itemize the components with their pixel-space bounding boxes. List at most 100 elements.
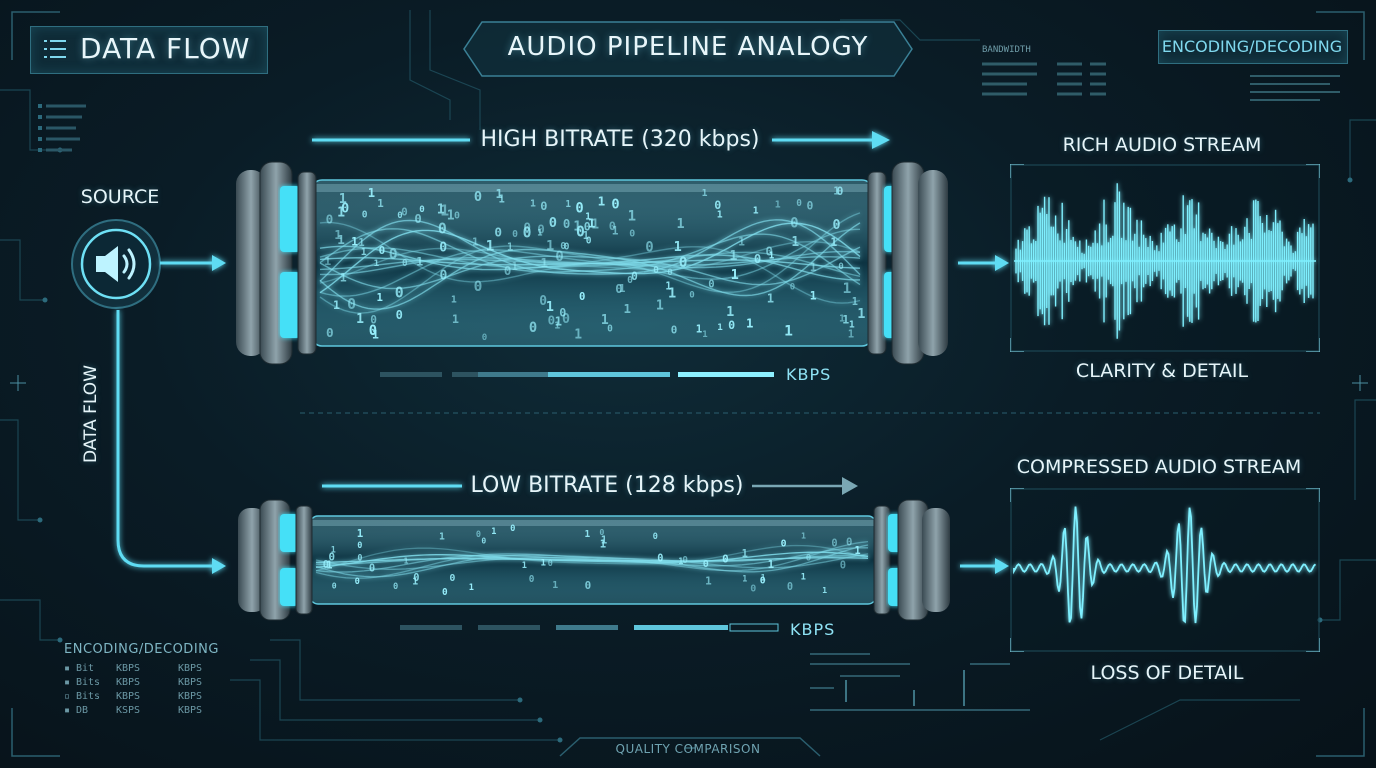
high-bitrate-unit: KBPS: [786, 365, 832, 384]
binary-digit: 1: [377, 197, 384, 210]
binary-digit: 1: [573, 219, 581, 235]
binary-digit: 0: [615, 282, 622, 296]
signal-wave-strand: [319, 212, 861, 314]
binary-digit: 1: [565, 199, 571, 210]
binary-digit: 1: [855, 546, 861, 557]
low-bitrate-unit: KBPS: [790, 620, 836, 639]
pipeline-title: AUDIO PIPELINE ANALOGY: [507, 32, 869, 62]
binary-digit: 1: [334, 227, 342, 242]
source-label: SOURCE: [80, 186, 160, 208]
binary-digit: 0: [481, 537, 486, 546]
signal-wave-strand: [319, 222, 861, 310]
binary-digit: 0: [585, 579, 592, 592]
binary-digit: 1: [507, 242, 513, 254]
binary-digit: 0: [555, 249, 564, 265]
binary-digit: 1: [791, 235, 799, 250]
high-pipe-right-cap: [867, 161, 948, 365]
binary-digit: 0: [529, 320, 537, 336]
binary-digit: 1: [696, 323, 703, 336]
source-speaker-node: [71, 219, 161, 309]
binary-digit: 0: [679, 255, 688, 271]
signal-wave-strand: [315, 540, 869, 579]
binary-digit: 1: [705, 575, 712, 588]
binary-digit: 0: [833, 218, 841, 233]
binary-digit: 0: [560, 241, 566, 252]
binary-digit: 0: [442, 587, 448, 598]
binary-digit: 1: [331, 544, 336, 554]
data-flow-title: DATA FLOW: [80, 32, 251, 65]
binary-digit: 0: [564, 242, 570, 253]
binary-digit: 0: [629, 229, 635, 240]
binary-digit: 1: [372, 328, 379, 342]
binary-digit: 1: [668, 286, 676, 302]
signal-wave-strand: [315, 544, 869, 578]
binary-digit: 1: [522, 561, 527, 571]
binary-digit: 0: [790, 283, 795, 293]
binary-digit: 0: [540, 199, 547, 213]
signal-wave-strand: [315, 544, 869, 572]
binary-digit: 0: [370, 314, 377, 327]
binary-digit: 1: [742, 573, 747, 583]
binary-digit: 0: [787, 581, 793, 593]
binary-digit: 1: [439, 532, 445, 543]
binary-digit: 0: [539, 294, 547, 309]
binary-digit: 0: [831, 537, 837, 549]
menu-list-icon: [44, 40, 66, 58]
binary-digit: 1: [588, 217, 596, 232]
binary-digit: 1: [822, 585, 827, 595]
binary-digit: 1: [810, 260, 817, 274]
binary-digit: 1: [546, 299, 554, 315]
binary-digit: 1: [601, 313, 609, 328]
binary-digit: 0: [474, 279, 483, 295]
compressed-waveform: [1013, 506, 1317, 624]
binary-digit: 1: [440, 202, 449, 219]
compressed-stream-title: COMPRESSED AUDIO STREAM: [1016, 456, 1302, 478]
binary-digit: 0: [357, 554, 362, 564]
binary-digit: 0: [586, 236, 592, 247]
binary-digit: 1: [337, 232, 345, 247]
binary-digit: 1: [340, 271, 347, 285]
binary-digit: 1: [585, 212, 591, 223]
speaker-icon: [96, 246, 118, 282]
binary-digit: 1: [416, 254, 423, 268]
binary-digit: 0: [806, 554, 811, 564]
binary-digit: 0: [559, 305, 566, 319]
binary-digit: 0: [369, 323, 377, 339]
binary-digit: 1: [555, 315, 562, 329]
data-flow-header-box: [30, 26, 268, 74]
binary-digit: 1: [356, 312, 364, 327]
binary-digit: 0: [796, 198, 802, 209]
binary-digit: 0: [609, 219, 616, 233]
binary-digit: 1: [554, 320, 560, 331]
binary-digit: 1: [546, 238, 554, 254]
binary-digit: 0: [396, 308, 403, 322]
quality-comparison-label: QUALITY COMPARISON: [615, 742, 761, 756]
binary-digit: 0: [449, 573, 455, 584]
binary-digit: 1: [537, 228, 542, 238]
high-bitrate-pipe: 1101011010011000101010100100110111101001…: [236, 161, 948, 365]
binary-digit: 0: [667, 268, 672, 278]
binary-digit: 0: [393, 582, 398, 592]
binary-digit: 0: [504, 263, 511, 278]
binary-digit: 1: [656, 298, 664, 313]
signal-wave-strand: [319, 221, 861, 304]
binary-digit: 0: [523, 220, 531, 235]
binary-digit: 0: [838, 261, 844, 272]
binary-digit: 0: [671, 324, 678, 337]
binary-digit: 1: [552, 580, 558, 591]
binary-digit: 1: [530, 199, 536, 210]
binary-digit: 0: [332, 581, 337, 591]
binary-digit: 0: [347, 295, 356, 313]
binary-digit: 1: [447, 209, 455, 224]
low-bitrate-meter: [400, 623, 779, 632]
binary-digit: 1: [628, 209, 636, 225]
binary-digit: 0: [563, 217, 570, 231]
binary-digit: 0: [599, 527, 604, 537]
binary-digit: 0: [837, 185, 844, 198]
binary-digit: 1: [665, 282, 671, 293]
